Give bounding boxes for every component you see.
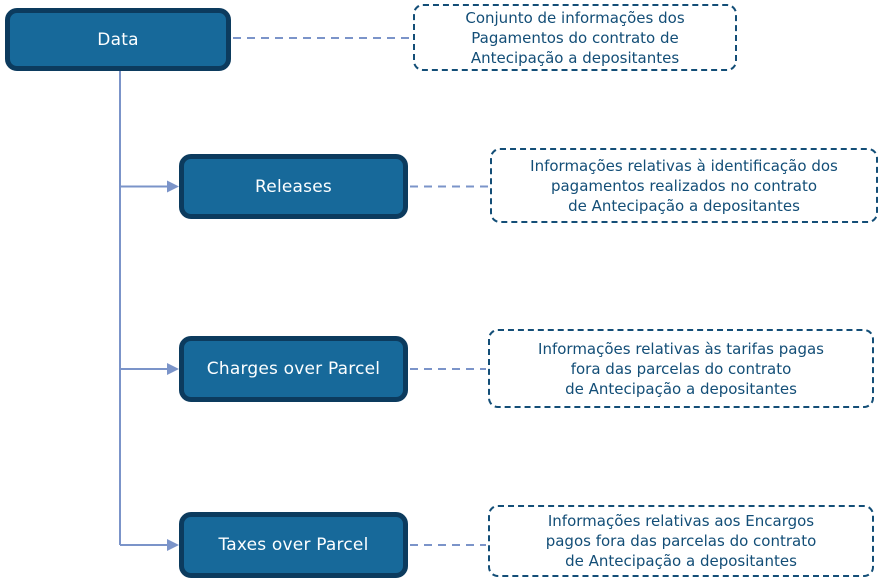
annotation-charges-over-parcel: Informações relativas às tarifas pagas f… [488,329,874,408]
annotation-taxes-over-parcel-text: Informações relativas aos Encargos pagos… [545,512,817,570]
node-data: Data [5,8,231,71]
annotation-releases-text: Informações relativas à identificação do… [530,156,838,215]
node-releases-label: Releases [255,176,332,197]
arrowhead-charges [167,363,179,375]
node-charges-over-parcel-label: Charges over Parcel [206,359,381,379]
annotation-releases: Informações relativas à identificação do… [490,148,878,223]
annotation-data-text: Conjunto de informações dos Pagamentos d… [465,8,685,67]
node-data-label: Data [97,29,139,50]
node-releases: Releases [179,154,408,219]
annotation-data: Conjunto de informações dos Pagamentos d… [413,4,737,71]
arrowhead-releases [167,180,179,193]
node-taxes-over-parcel-label: Taxes over Parcel [218,535,369,555]
arrowhead-taxes [167,539,179,551]
annotation-taxes-over-parcel: Informações relativas aos Encargos pagos… [488,505,874,577]
node-taxes-over-parcel: Taxes over Parcel [179,512,408,578]
annotation-charges-over-parcel-text: Informações relativas às tarifas pagas f… [538,339,824,398]
node-charges-over-parcel: Charges over Parcel [179,336,408,402]
